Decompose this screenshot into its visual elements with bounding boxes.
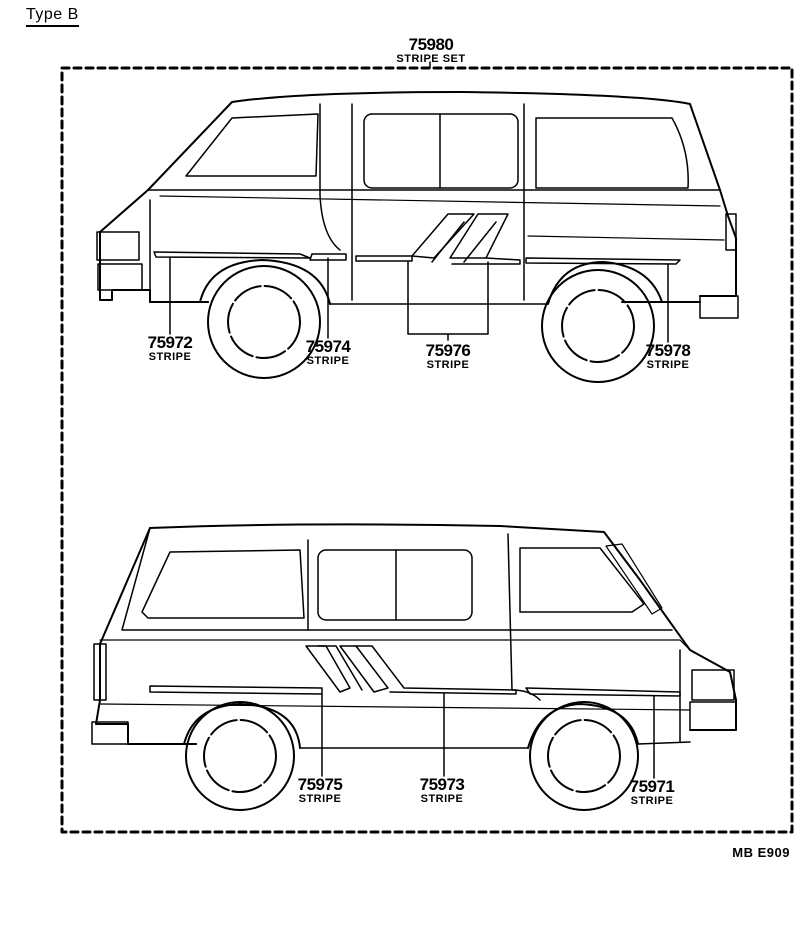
stripe-set-boundary (60, 66, 794, 834)
part-number: 75971 (629, 777, 675, 796)
callout-75974: 75974 STRIPE (298, 338, 358, 367)
part-number: 75972 (147, 333, 193, 352)
type-label: Type B (26, 6, 79, 27)
top-van-body (96, 91, 739, 383)
callout-75978: 75978 STRIPE (638, 342, 698, 371)
part-number: 75974 (305, 337, 351, 356)
top-van-leader-lines (169, 257, 669, 343)
part-name: STRIPE (630, 795, 674, 807)
part-name: STRIPE (298, 793, 342, 805)
callout-75972: 75972 STRIPE (140, 334, 200, 363)
part-number: 75973 (419, 775, 465, 794)
top-van-stripes (153, 213, 681, 265)
part-number: 75978 (645, 341, 691, 360)
stripe-set-callout: 75980 STRIPE SET (396, 36, 466, 65)
part-name: STRIPE (646, 359, 690, 371)
callout-75971: 75971 STRIPE (622, 778, 682, 807)
part-name: STRIPE (306, 355, 350, 367)
part-name: STRIPE (420, 793, 464, 805)
part-number: 75975 (297, 775, 343, 794)
part-name: STRIPE (426, 359, 470, 371)
bottom-van-body (91, 523, 737, 811)
bottom-van-stripes (149, 645, 681, 697)
part-number: 75976 (425, 341, 471, 360)
drawing-code: MB E909 (732, 845, 790, 860)
part-number: 75980 (408, 35, 454, 54)
bottom-van-leader-lines (321, 693, 655, 779)
part-name: STRIPE SET (396, 53, 466, 65)
callout-75973: 75973 STRIPE (412, 776, 472, 805)
part-name: STRIPE (148, 351, 192, 363)
callout-75975: 75975 STRIPE (290, 776, 350, 805)
callout-75976: 75976 STRIPE (418, 342, 478, 371)
